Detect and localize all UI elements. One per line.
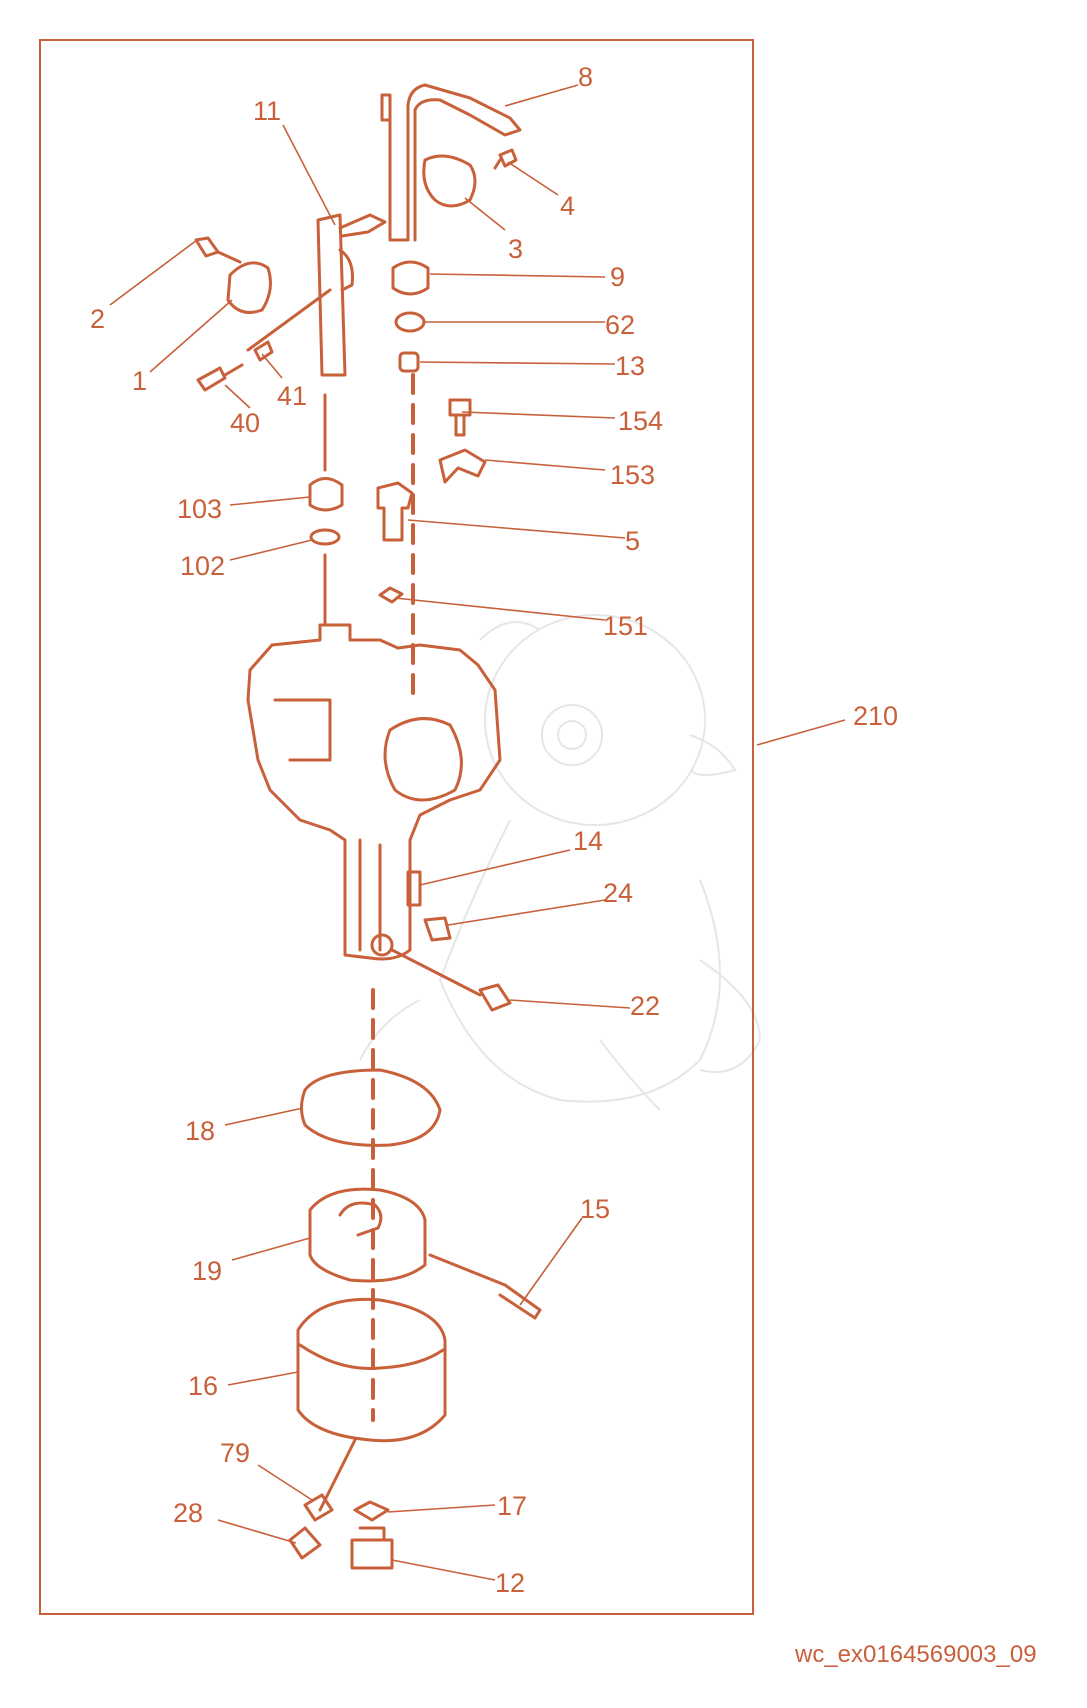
callout-3: 3 [508,234,523,264]
carburetor-throat [383,717,463,802]
callout-16: 16 [188,1371,218,1401]
callout-labels: 8 4 3 9 62 13 154 153 5 151 11 2 1 41 40… [90,62,898,1598]
callout-15: 15 [580,1194,610,1224]
part-102-washer [309,528,341,546]
part-18-gasket-ring [300,1068,442,1147]
callout-4: 4 [560,191,575,221]
carburetor-detail [273,698,332,762]
callout-153: 153 [610,460,655,490]
part-24-clip [423,916,452,942]
callout-5: 5 [625,526,640,556]
leader-lines [109,84,846,1581]
callout-24: 24 [603,878,633,908]
carburetor-stem [358,838,382,952]
part-154-screw [448,398,472,437]
parts [194,83,542,1570]
callout-19: 19 [192,1256,222,1286]
part-16-rim [298,1343,445,1370]
callout-79: 79 [220,1438,250,1468]
part-19-top [338,1201,383,1237]
watermark-mascot [359,614,762,1111]
part-151-gasket [378,586,404,604]
part-16-bowl [296,1297,447,1443]
part-40-screw [196,363,244,392]
callout-9: 9 [610,262,625,292]
callout-11: 11 [253,96,281,126]
part-103-seal [308,477,344,512]
part-3-plate [422,154,477,208]
part-17-gasket [353,1500,390,1522]
carburetor-port [370,933,394,957]
part-11-choke-shaft [316,213,387,377]
callout-210: 210 [853,701,898,731]
part-19-float [308,1187,427,1283]
part-11-arm [338,248,354,292]
callout-28: 28 [173,1498,203,1528]
part-62-spring [394,311,426,333]
part-4-screw [493,148,518,170]
assembly-frame [39,39,754,1615]
part-2-screw [194,236,242,264]
callout-1: 1 [132,366,147,396]
callout-40: 40 [230,408,260,438]
carburetor-body [246,623,502,961]
part-153-bracket [438,448,487,484]
callout-2: 2 [90,304,105,334]
part-15-pin [428,1253,542,1320]
callout-18: 18 [185,1116,215,1146]
part-9-bushing [391,260,430,296]
callout-41: 41 [277,381,307,411]
part-40-line [246,288,332,352]
callout-154: 154 [618,406,663,436]
part-14-needle [406,870,422,907]
callout-151: 151 [603,611,648,641]
part-1-choke-plate [226,261,272,314]
part-28-drain-screw [288,1438,357,1560]
callout-17: 17 [497,1491,527,1521]
part-79-washer [303,1493,334,1522]
callout-13: 13 [615,351,645,381]
callout-22: 22 [630,991,660,1021]
callout-12: 12 [495,1568,525,1598]
document-id: wc_ex0164569003_09 [794,1641,1037,1668]
part-8-tab [380,93,392,122]
part-13-washer [398,351,420,373]
callout-103: 103 [177,494,222,524]
part-8-throttle-lever [388,83,522,242]
part-12-bolt [350,1526,394,1570]
part-5-jet [376,481,414,542]
callout-102: 102 [180,551,225,581]
callout-8: 8 [578,62,593,92]
part-41-spring [253,340,274,362]
callout-14: 14 [573,826,603,856]
callout-62: 62 [605,310,635,340]
part-22-screw [390,948,512,1012]
